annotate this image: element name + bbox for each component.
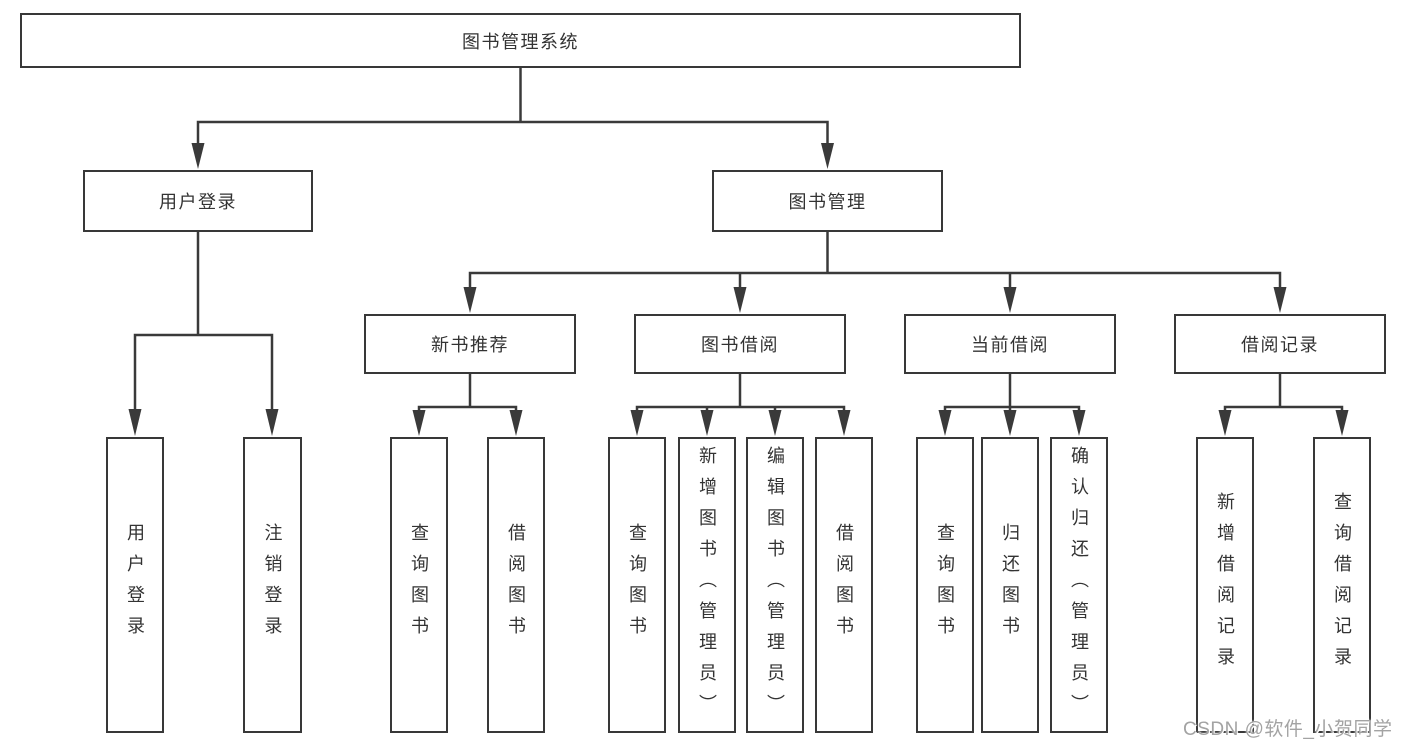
- node-book-management-branch: 图书管理: [712, 170, 943, 232]
- leaf-confirm-return-admin: 确认归还（管理员）: [1050, 437, 1108, 733]
- leaf-query-books-2: 查询图书: [608, 437, 666, 733]
- node-library-management-system: 图书管理系统: [20, 13, 1021, 68]
- node-label: 借阅记录: [1241, 335, 1319, 355]
- node-label: 图书管理系统: [462, 31, 579, 52]
- node-label: 归还图书: [1000, 523, 1020, 647]
- node-current-borrow: 当前借阅: [904, 314, 1116, 374]
- leaf-add-book-admin: 新增图书（管理员）: [678, 437, 736, 733]
- arrow-down-icons: [128, 143, 1349, 436]
- node-user-login-branch: 用户登录: [83, 170, 313, 232]
- node-label: 当前借阅: [971, 335, 1049, 355]
- node-label: 注销登录: [262, 523, 283, 647]
- csdn-watermark: CSDN @软件_小贺同学: [1183, 719, 1393, 740]
- node-book-borrow: 图书借阅: [634, 314, 846, 374]
- node-label: 查询图书: [627, 523, 647, 647]
- node-label: 查询图书: [935, 523, 955, 647]
- node-new-book-recommend: 新书推荐: [364, 314, 576, 374]
- node-label: 查询借阅记录: [1332, 492, 1352, 678]
- node-label: 查询图书: [409, 523, 429, 647]
- node-label: 新书推荐: [431, 335, 509, 355]
- node-label: 确认归还（管理员）: [1069, 445, 1089, 725]
- node-label: 新增图书（管理员）: [697, 445, 717, 725]
- leaf-query-borrow-record: 查询借阅记录: [1313, 437, 1371, 733]
- leaf-return-book: 归还图书: [981, 437, 1039, 733]
- node-label: 借阅图书: [506, 523, 526, 647]
- leaf-edit-book-admin: 编辑图书（管理员）: [746, 437, 804, 733]
- node-label: 图书管理: [788, 192, 867, 212]
- leaf-borrow-books-2: 借阅图书: [815, 437, 873, 733]
- connector-shafts: [133, 68, 1344, 412]
- leaf-add-borrow-record: 新增借阅记录: [1196, 437, 1254, 733]
- leaf-query-books-3: 查询图书: [916, 437, 974, 733]
- node-borrow-record: 借阅记录: [1174, 314, 1386, 374]
- node-label: 编辑图书（管理员）: [765, 445, 785, 725]
- node-label: 用户登录: [159, 192, 237, 212]
- leaf-borrow-books-1: 借阅图书: [487, 437, 545, 733]
- node-label: 图书借阅: [701, 335, 779, 355]
- leaf-user-login: 用户登录: [106, 437, 164, 733]
- node-label: 借阅图书: [834, 523, 854, 647]
- node-label: 新增借阅记录: [1215, 492, 1235, 678]
- node-label: 用户登录: [125, 523, 145, 647]
- leaf-logout: 注销登录: [243, 437, 302, 733]
- leaf-query-books-1: 查询图书: [390, 437, 448, 733]
